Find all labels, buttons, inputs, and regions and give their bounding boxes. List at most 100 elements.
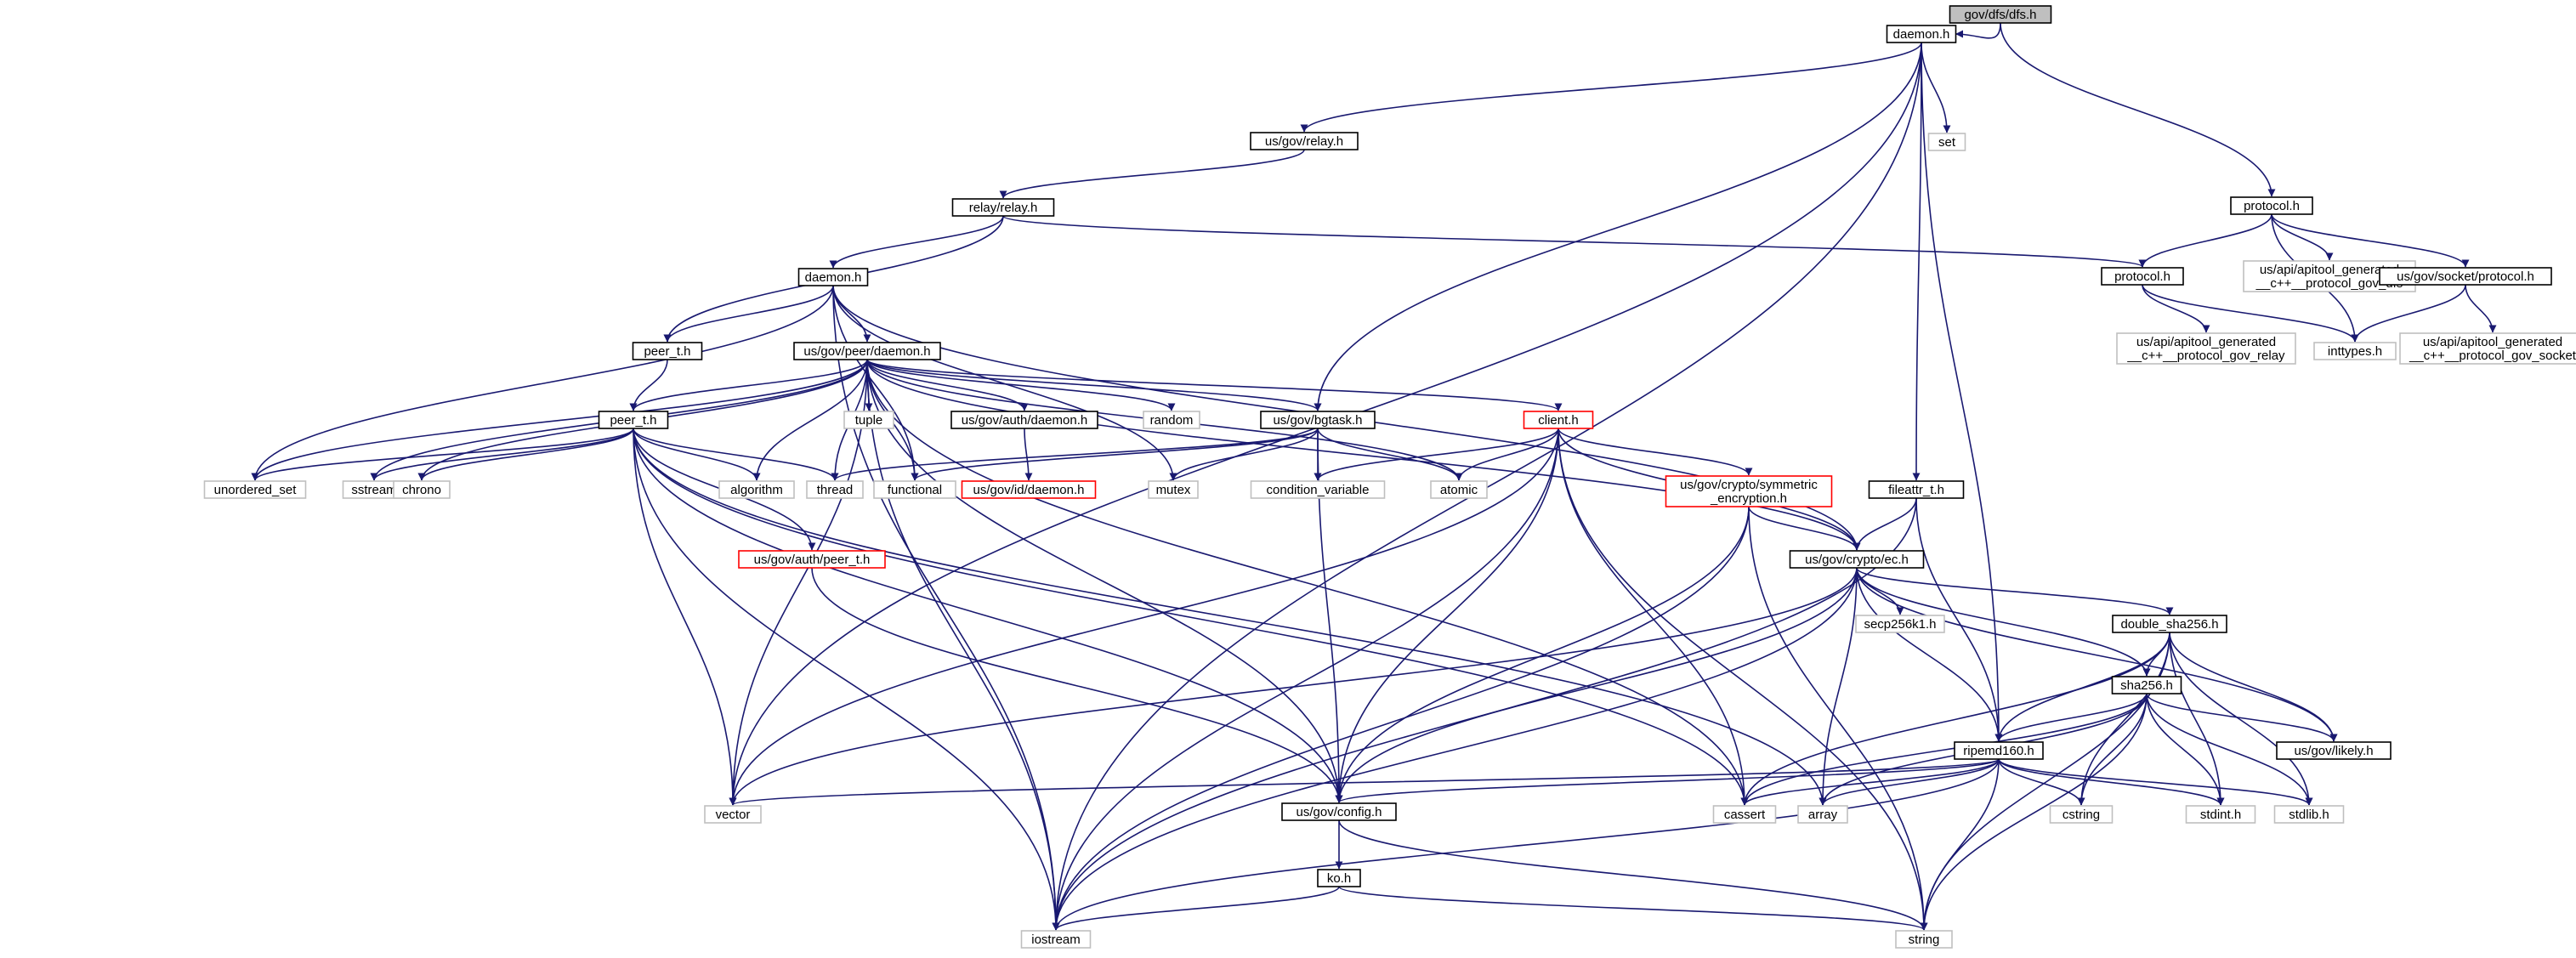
edge-ec-to-config	[1335, 567, 1858, 803]
edge-client-to-atomic	[1455, 428, 1559, 481]
edge-dsha-to-stdlib	[2169, 632, 2313, 806]
node-label: atomic	[1440, 483, 1478, 497]
edge-ripemd-to-cstring	[1998, 758, 2085, 806]
node-label-line: us/api/apitool_generated	[2260, 263, 2399, 277]
node-box	[1868, 480, 1965, 499]
node-box	[2379, 267, 2552, 286]
edge-protocol2-to-inttypes	[2142, 284, 2359, 343]
edge-peer_daemon-to-auth_daemon	[866, 359, 1029, 411]
edge-sha-to-cstring	[2077, 693, 2148, 806]
node-label: gov/dfs/dfs.h	[1964, 8, 2036, 22]
node-peer-t-a[interactable]: peer_t.h	[632, 342, 703, 360]
node-label: condition_variable	[1267, 483, 1370, 497]
node-label: algorithm	[730, 483, 783, 497]
node-likely[interactable]: us/gov/likely.h	[2276, 741, 2392, 760]
edge-ripemd-to-vector	[729, 758, 2000, 806]
node-auth-daemon[interactable]: us/gov/auth/daemon.h	[950, 411, 1098, 429]
edge-ec-to-ripemd	[1856, 567, 2003, 742]
edge-symenc-to-string	[1748, 506, 1928, 931]
edge-ec-to-iostream	[1052, 567, 1858, 931]
node-functional: functional	[873, 480, 956, 499]
edge-peer_daemon-to-peer_t_b	[629, 359, 868, 411]
node-label: daemon.h	[805, 270, 862, 285]
node-label-line: us/api/apitool_generated	[2423, 335, 2562, 349]
node-symenc[interactable]: us/gov/crypto/symmetric_encryption.h	[1665, 475, 1833, 507]
node-box	[1665, 475, 1833, 507]
edge-bgtask-to-mutex	[1169, 428, 1319, 481]
edge-peer_daemon-to-cassert	[866, 359, 1749, 806]
node-label: us/gov/socket/protocol.h	[2397, 269, 2534, 284]
edge-protocol1-to-protocol2	[2138, 213, 2272, 268]
node-label: us/api/apitool_generated__c++__protocol_…	[2126, 335, 2285, 363]
edge-dsha-to-stdint	[2169, 632, 2225, 806]
node-daemon2[interactable]: daemon.h	[797, 268, 869, 286]
edge-peer_t_b-to-iostream	[633, 428, 1060, 931]
node-dsha[interactable]: double_sha256.h	[2112, 615, 2227, 633]
node-ko[interactable]: ko.h	[1317, 869, 1361, 887]
node-label: peer_t.h	[610, 413, 656, 428]
node-label: us/gov/peer/daemon.h	[803, 344, 930, 359]
edge-root-to-protocol1	[2000, 22, 2276, 197]
node-label: iostream	[1031, 932, 1081, 947]
node-daemon1[interactable]: daemon.h	[1886, 25, 1957, 43]
node-root[interactable]: gov/dfs/dfs.h	[1949, 5, 2052, 24]
node-label: relay/relay.h	[969, 201, 1038, 215]
edge-client-to-vector	[729, 428, 1559, 806]
node-sock-proto[interactable]: us/gov/socket/protocol.h	[2379, 267, 2552, 286]
node-label: us/api/apitool_generated__c++__protocol_…	[2409, 335, 2576, 363]
node-api-socket: us/api/apitool_generated__c++__protocol_…	[2399, 332, 2576, 365]
node-box	[1855, 615, 1945, 633]
node-bgtask[interactable]: us/gov/bgtask.h	[1260, 411, 1376, 429]
edge-peer_t_b-to-config	[633, 428, 1343, 803]
edge-ripemd-to-stdlib	[1998, 758, 2313, 806]
edge-relay_gov-to-relay	[999, 149, 1305, 199]
node-box	[2399, 332, 2576, 365]
edge-daemon2-to-mutex	[832, 285, 1177, 481]
node-label: inttypes.h	[2328, 344, 2382, 359]
node-peer-daemon[interactable]: us/gov/peer/daemon.h	[793, 342, 941, 360]
node-box	[1250, 132, 1359, 150]
node-protocol1[interactable]: protocol.h	[2230, 196, 2313, 215]
node-auth-peer[interactable]: us/gov/auth/peer_t.h	[738, 550, 886, 569]
node-label: us/api/apitool_generated__c++__protocol_…	[2255, 263, 2403, 291]
node-peer-t-b[interactable]: peer_t.h	[598, 411, 669, 429]
node-box	[632, 342, 703, 360]
node-protocol2[interactable]: protocol.h	[2101, 267, 2184, 286]
edge-config-to-string	[1338, 819, 1928, 931]
node-relay-gov[interactable]: us/gov/relay.h	[1250, 132, 1359, 150]
node-fileattr[interactable]: fileattr_t.h	[1868, 480, 1965, 499]
node-ec[interactable]: us/gov/crypto/ec.h	[1789, 550, 1925, 569]
edge-protocol1-to-sock_proto	[2271, 213, 2470, 268]
node-id-daemon[interactable]: us/gov/id/daemon.h	[961, 480, 1097, 499]
node-box	[2049, 805, 2114, 824]
edge-ripemd-to-config	[1335, 758, 2000, 803]
node-box	[2112, 615, 2227, 633]
node-label: client.h	[1538, 413, 1579, 428]
node-box	[1250, 480, 1386, 499]
edge-bgtask-to-thread	[831, 428, 1319, 481]
edge-auth_peer-to-config	[811, 567, 1343, 803]
node-sha[interactable]: sha256.h	[2111, 676, 2182, 694]
node-box	[718, 480, 795, 499]
edge-sock_proto-to-inttypes	[2351, 284, 2466, 343]
node-label: chrono	[402, 483, 441, 497]
node-box	[2276, 741, 2392, 760]
edge-ripemd-to-array	[1819, 758, 2000, 806]
node-label: string	[1909, 932, 1940, 947]
node-client[interactable]: client.h	[1523, 411, 1594, 429]
edge-ec-to-secp	[1856, 567, 1904, 615]
node-box	[1895, 930, 1953, 949]
edge-daemon2-to-peer_t_a	[663, 285, 834, 343]
node-config[interactable]: us/gov/config.h	[1281, 802, 1397, 821]
node-label: sstream	[351, 483, 396, 497]
edge-daemon1-to-relay_gov	[1300, 42, 1922, 133]
node-ripemd[interactable]: ripemd160.h	[1954, 741, 2044, 760]
edge-peer_t_b-to-array	[633, 428, 1827, 806]
edge-peer_daemon-to-client	[866, 359, 1563, 411]
edge-daemon2-to-unordered_set	[251, 285, 834, 481]
node-label: cassert	[1724, 808, 1766, 822]
node-cstring: cstring	[2049, 805, 2114, 824]
node-label: stdlib.h	[2289, 808, 2329, 822]
node-relay[interactable]: relay/relay.h	[951, 198, 1055, 217]
edge-symenc-to-config	[1335, 506, 1750, 803]
